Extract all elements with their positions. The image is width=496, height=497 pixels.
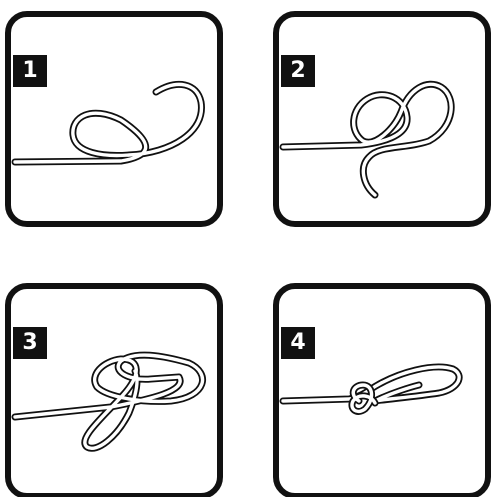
knot-step-1-loop-illustration	[11, 17, 217, 221]
rope-icon	[283, 367, 459, 411]
rope-icon	[15, 355, 203, 448]
step-4-panel: 4	[273, 283, 491, 497]
knot-step-2-wrap-illustration	[279, 17, 485, 221]
knot-step-4-tightened-illustration	[279, 289, 485, 493]
rope-icon	[283, 84, 451, 195]
rope-icon	[15, 84, 201, 162]
step-1-panel: 1	[5, 11, 223, 227]
step-2-panel: 2	[273, 11, 491, 227]
step-3-panel: 3	[5, 283, 223, 497]
knot-step-3-thread-illustration	[11, 289, 217, 493]
